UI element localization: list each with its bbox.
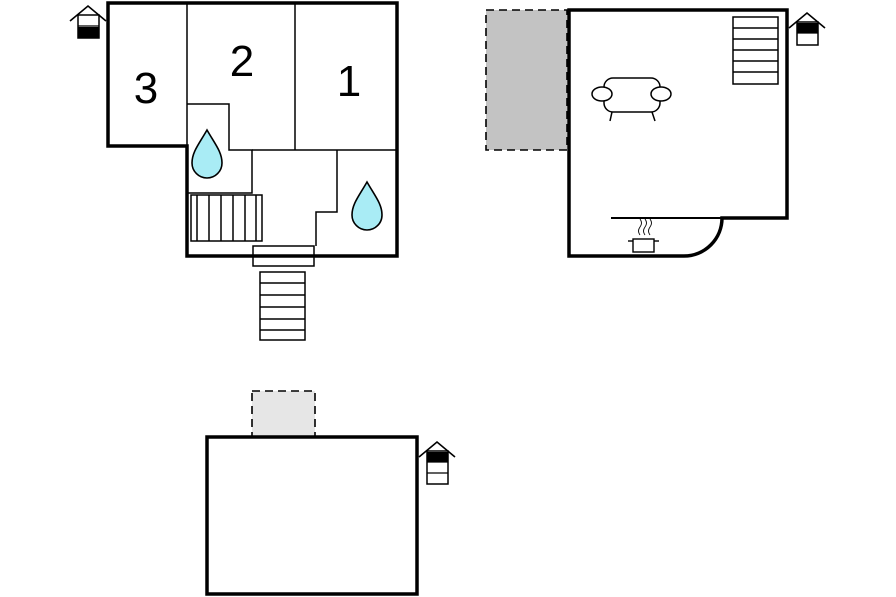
house-level-icon	[788, 11, 826, 46]
first-floor-plan	[485, 8, 826, 258]
ground-floor-plan: 3 2 1	[69, 1, 399, 341]
room-label-3: 3	[134, 64, 158, 113]
bathroom-left-walls	[187, 103, 253, 194]
hall-partition	[315, 150, 338, 246]
sofa-icon	[591, 77, 672, 122]
stairs-icon	[732, 16, 779, 85]
basement-entrance-area	[251, 390, 316, 438]
house-level-icon	[418, 440, 456, 485]
house-level-icon	[69, 4, 107, 39]
basement-plan	[205, 390, 456, 596]
basement-outer-walls	[205, 435, 419, 596]
first-floor-outer-walls	[567, 8, 789, 258]
balcony-terrace	[485, 9, 568, 151]
room-label-2: 2	[230, 37, 254, 86]
stairs-icon	[190, 194, 263, 242]
stove-pot-icon	[628, 218, 659, 253]
bathroom-water-drop-icon	[191, 128, 223, 179]
room-label-1: 1	[337, 57, 361, 106]
bathroom-water-drop-icon	[351, 180, 383, 231]
outdoor-stairs-icon	[259, 271, 306, 341]
ground-floor-outer-walls	[106, 1, 399, 258]
entrance-step	[252, 245, 315, 267]
